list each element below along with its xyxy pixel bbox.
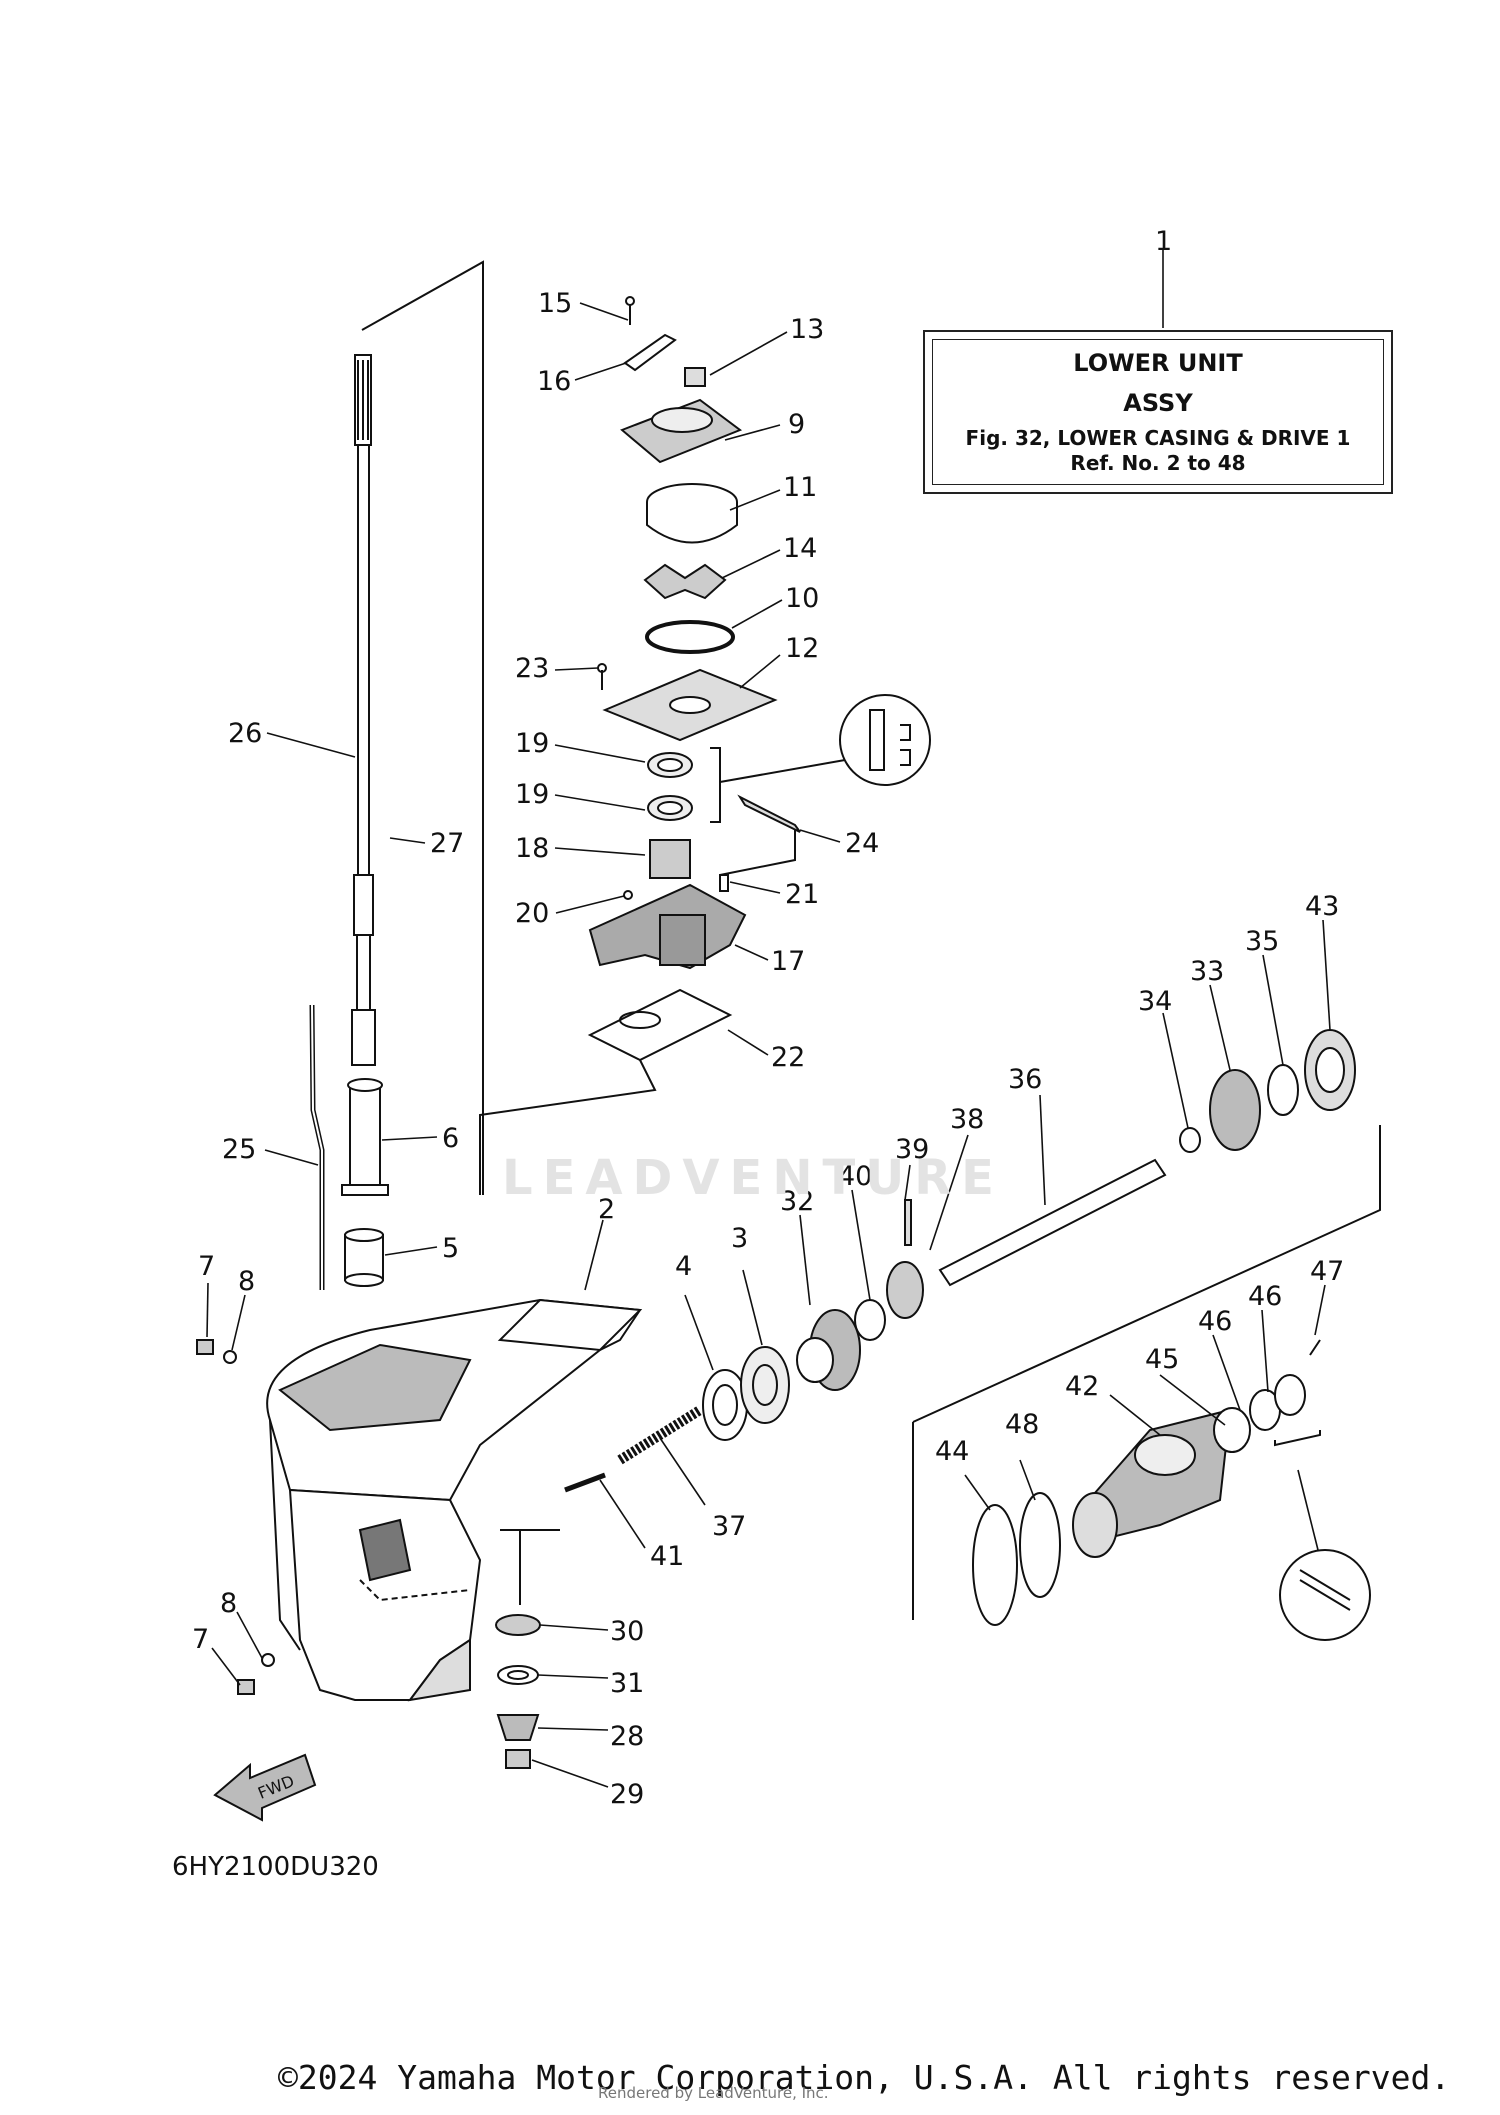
drive-shaft bbox=[351, 354, 376, 1066]
callout-31: 31 bbox=[610, 1668, 644, 1699]
callout-1: 1 bbox=[1155, 226, 1172, 257]
callout-25: 25 bbox=[222, 1134, 256, 1165]
callout-2: 2 bbox=[598, 1194, 615, 1225]
bearing-5 bbox=[344, 1228, 384, 1287]
callout-24: 24 bbox=[845, 828, 879, 859]
ref-box-line4: Ref. No. 2 to 48 bbox=[1070, 451, 1246, 475]
callout-16: 16 bbox=[537, 366, 571, 397]
callout-41: 41 bbox=[650, 1541, 684, 1572]
bushing-6 bbox=[341, 1078, 389, 1196]
callout-30: 30 bbox=[610, 1616, 644, 1647]
callout-48: 48 bbox=[1005, 1409, 1039, 1440]
callout-43: 43 bbox=[1305, 891, 1339, 922]
drive-shaft-bracket-line bbox=[361, 260, 484, 1195]
callout-36: 36 bbox=[1008, 1064, 1042, 1095]
callout-38: 38 bbox=[950, 1104, 984, 1135]
copyright-notice: ©2024 Yamaha Motor Corporation, U.S.A. A… bbox=[278, 2058, 1451, 2097]
callout-42: 42 bbox=[1065, 1371, 1099, 1402]
callout-4: 4 bbox=[675, 1251, 692, 1282]
callout-18: 18 bbox=[515, 833, 549, 864]
callout-35: 35 bbox=[1245, 926, 1279, 957]
watermark: LEADVENTURE bbox=[502, 1150, 1004, 1206]
callout-numbers: 1 15 13 16 9 11 14 10 23 12 26 19 19 18 … bbox=[192, 226, 1344, 1810]
reference-box: LOWER UNIT ASSY Fig. 32, LOWER CASING & … bbox=[923, 330, 1393, 494]
callout-22: 22 bbox=[771, 1042, 805, 1073]
callout-17: 17 bbox=[771, 946, 805, 977]
callout-27: 27 bbox=[430, 828, 464, 859]
callout-10: 10 bbox=[785, 583, 819, 614]
callout-33: 33 bbox=[1190, 956, 1224, 987]
callout-9: 9 bbox=[788, 409, 805, 440]
callout-19b: 19 bbox=[515, 779, 549, 810]
callout-8a: 8 bbox=[238, 1266, 255, 1297]
ref-box-line1: LOWER UNIT bbox=[1073, 349, 1243, 377]
prop-shaft-housing bbox=[972, 1339, 1321, 1626]
rendered-by-notice: Rendered by LeadVenture, Inc. bbox=[598, 2084, 829, 2102]
callout-32: 32 bbox=[780, 1186, 814, 1217]
callout-7b: 7 bbox=[192, 1624, 209, 1655]
callout-23: 23 bbox=[515, 653, 549, 684]
lower-casing bbox=[266, 1298, 643, 1702]
callout-19a: 19 bbox=[515, 728, 549, 759]
callout-45: 45 bbox=[1145, 1344, 1179, 1375]
diagram-code: 6HY2100DU320 bbox=[172, 1852, 379, 1882]
callout-5: 5 bbox=[442, 1233, 459, 1264]
callout-11: 11 bbox=[783, 472, 817, 503]
water-pump-parts bbox=[479, 296, 801, 1195]
prop-shaft-bracket-line bbox=[912, 1125, 1381, 1423]
callout-7a: 7 bbox=[198, 1251, 215, 1282]
callout-13: 13 bbox=[790, 314, 824, 345]
callout-15: 15 bbox=[538, 288, 572, 319]
callout-39: 39 bbox=[895, 1134, 929, 1165]
callout-26: 26 bbox=[228, 718, 262, 749]
callout-29: 29 bbox=[610, 1779, 644, 1810]
shift-spring bbox=[564, 1405, 703, 1493]
ref-box-line2: ASSY bbox=[1123, 389, 1193, 417]
callout-8b: 8 bbox=[220, 1588, 237, 1619]
callout-12: 12 bbox=[785, 633, 819, 664]
callout-3: 3 bbox=[731, 1223, 748, 1254]
callout-21: 21 bbox=[785, 879, 819, 910]
callout-46a: 46 bbox=[1248, 1281, 1282, 1312]
callout-37: 37 bbox=[712, 1511, 746, 1542]
callout-34: 34 bbox=[1138, 986, 1172, 1017]
callout-46b: 46 bbox=[1198, 1306, 1232, 1337]
callout-14: 14 bbox=[783, 533, 817, 564]
callout-40: 40 bbox=[838, 1161, 872, 1192]
callout-44: 44 bbox=[935, 1436, 969, 1467]
fwd-arrow bbox=[213, 1753, 317, 1822]
callout-47: 47 bbox=[1310, 1256, 1344, 1287]
pinion-stack bbox=[495, 1529, 560, 1769]
ref-box-line3: Fig. 32, LOWER CASING & DRIVE 1 bbox=[965, 426, 1351, 450]
callout-28: 28 bbox=[610, 1721, 644, 1752]
callout-20: 20 bbox=[515, 898, 549, 929]
callout-6: 6 bbox=[442, 1123, 459, 1154]
